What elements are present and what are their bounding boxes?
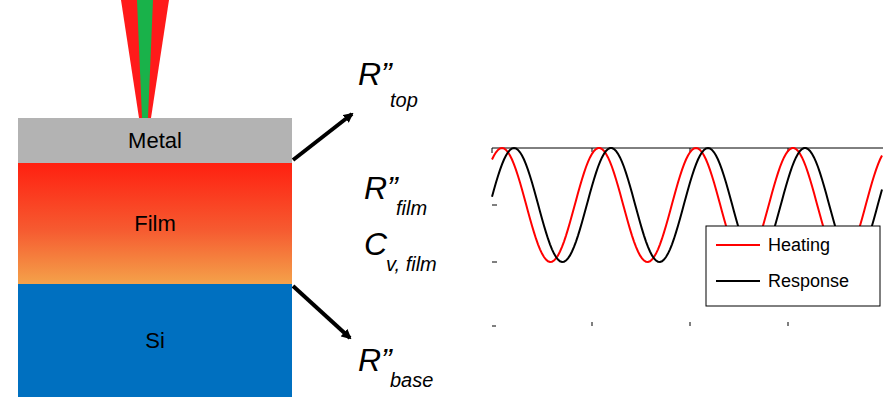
metal-layer: Metal [18, 118, 292, 163]
legend-text: Response [768, 272, 849, 290]
substrate-layer: Si [18, 284, 292, 397]
layer-label: Si [145, 328, 165, 354]
parameter-symbol: R” [358, 344, 392, 376]
signal-curve [492, 148, 882, 262]
leader-arrow [293, 114, 352, 160]
parameter-symbol: R” [358, 58, 392, 90]
layer-label: Metal [128, 128, 182, 154]
tick [492, 205, 497, 206]
plot-axis [492, 148, 883, 149]
tick [592, 322, 593, 326]
parameter-subscript: base [390, 370, 433, 390]
legend-sample [716, 280, 760, 282]
tick [690, 322, 691, 326]
parameter-subscript: film [396, 198, 427, 218]
legend-sample [716, 244, 760, 246]
film-layer: Film [18, 163, 292, 284]
tick [788, 322, 789, 326]
legend-box [706, 226, 880, 306]
layer-label: Film [134, 211, 176, 237]
leader-arrow [293, 286, 350, 338]
parameter-symbol: C [364, 228, 387, 260]
tick [492, 326, 496, 327]
parameter-symbol: R” [364, 172, 398, 204]
tick [492, 262, 497, 263]
legend-text: Heating [768, 236, 830, 254]
parameter-subscript: top [390, 90, 418, 110]
probe-beam [137, 0, 153, 118]
laser-beam [121, 0, 169, 118]
parameter-subscript: v, film [386, 254, 437, 274]
signal-curve [492, 148, 882, 262]
